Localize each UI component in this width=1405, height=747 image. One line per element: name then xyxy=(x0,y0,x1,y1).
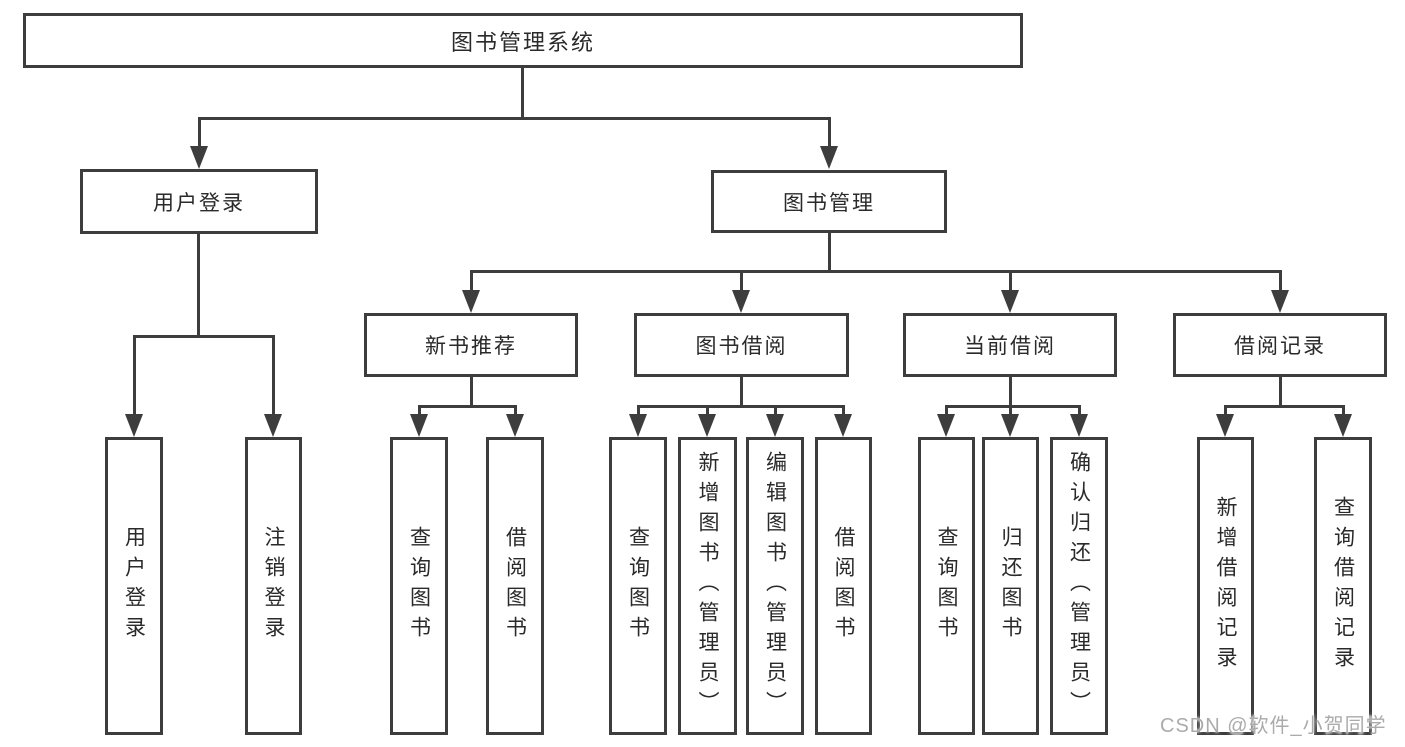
arrowhead-down-leaf-login xyxy=(125,414,143,437)
connector-drop-cb-query xyxy=(945,405,948,416)
connector-drop-br-query xyxy=(1342,405,1345,416)
connector-drop-leaf-logout xyxy=(272,335,275,416)
connector-new-book-rail xyxy=(418,405,517,408)
connector-drop-leaf-login xyxy=(133,335,136,416)
arrowhead-down-book-management xyxy=(820,146,838,169)
connector-drop-new-book xyxy=(470,270,473,292)
node-user-login-label: 用户登录 xyxy=(153,191,245,215)
arrowhead-down-br-add xyxy=(1216,414,1234,437)
leaf-cb-query-book: 查询图书 xyxy=(918,437,975,735)
connector-book-borrow-rail xyxy=(637,405,845,408)
leaf-bb-add-book-admin: 新增图书（管理员） xyxy=(678,437,737,735)
leaf-cb-return-book: 归还图书 xyxy=(982,437,1039,735)
connector-book-management-rail xyxy=(470,270,1281,273)
node-current-borrow: 当前借阅 xyxy=(903,313,1117,377)
arrowhead-down-new-book xyxy=(462,290,480,313)
node-user-login: 用户登录 xyxy=(80,169,318,234)
arrowhead-down-borrow-records xyxy=(1271,290,1289,313)
leaf-user-login-label: 用户登录 xyxy=(122,526,146,646)
connector-root-rail xyxy=(198,117,831,120)
arrowhead-down-br-query xyxy=(1334,414,1352,437)
node-book-management-label: 图书管理 xyxy=(783,191,875,215)
arrowhead-down-bb-borrow xyxy=(834,414,852,437)
connector-drop-borrow-records xyxy=(1279,270,1282,292)
node-root-label: 图书管理系统 xyxy=(450,29,595,55)
connector-user-login-rail xyxy=(133,335,275,338)
connector-current-borrow-rail xyxy=(945,405,1080,408)
arrowhead-down-cb-query xyxy=(937,414,955,437)
connector-drop-cb-confirm xyxy=(1078,405,1081,416)
leaf-cb-return-book-label: 归还图书 xyxy=(999,526,1022,646)
connector-book-management-stem xyxy=(828,232,831,272)
connector-drop-nb-borrow xyxy=(514,405,517,416)
connector-current-borrow-stem xyxy=(1009,375,1012,407)
arrowhead-down-leaf-logout xyxy=(264,414,282,437)
leaf-bb-borrow-book: 借阅图书 xyxy=(815,437,872,735)
connector-drop-bb-add xyxy=(706,405,709,416)
connector-root-stem xyxy=(521,68,524,120)
node-current-borrow-label: 当前借阅 xyxy=(964,335,1056,358)
leaf-logout-login: 注销登录 xyxy=(245,437,302,735)
leaf-logout-login-label: 注销登录 xyxy=(262,526,285,646)
connector-drop-br-add xyxy=(1224,405,1227,416)
connector-drop-bb-query xyxy=(637,405,640,416)
connector-user-login-stem xyxy=(197,232,200,337)
connector-drop-bb-borrow xyxy=(842,405,845,416)
arrowhead-down-cb-return xyxy=(1001,414,1019,437)
connector-drop-user-login xyxy=(198,117,201,149)
arrowhead-down-bb-edit xyxy=(766,414,784,437)
leaf-cb-confirm-return-admin-label: 确认归还（管理员） xyxy=(1067,451,1091,721)
leaf-br-add-record-label: 新增借阅记录 xyxy=(1214,496,1237,676)
node-borrow-records-label: 借阅记录 xyxy=(1234,335,1326,358)
arrowhead-down-user-login xyxy=(190,146,208,169)
connector-book-borrow-stem xyxy=(740,375,743,407)
connector-drop-book-borrow xyxy=(740,270,743,292)
node-book-borrow-label: 图书借阅 xyxy=(695,335,788,358)
arrowhead-down-bb-query xyxy=(629,414,647,437)
connector-drop-cb-return xyxy=(1009,405,1012,416)
connector-drop-bb-edit xyxy=(774,405,777,416)
node-new-book-recommend-label: 新书推荐 xyxy=(425,335,517,358)
connector-new-book-stem xyxy=(470,375,473,407)
leaf-br-add-record: 新增借阅记录 xyxy=(1197,437,1254,735)
leaf-br-query-record-label: 查询借阅记录 xyxy=(1331,496,1355,676)
leaf-user-login: 用户登录 xyxy=(105,437,163,735)
connector-borrow-records-rail xyxy=(1224,405,1344,408)
arrowhead-down-cb-confirm xyxy=(1070,414,1088,437)
leaf-nb-borrow-book-label: 借阅图书 xyxy=(503,526,527,646)
connector-drop-current-borrow xyxy=(1009,270,1012,292)
connector-borrow-records-stem xyxy=(1279,375,1282,407)
connector-drop-book-management xyxy=(828,117,831,149)
arrowhead-down-current-borrow xyxy=(1001,290,1019,313)
leaf-bb-edit-book-admin: 编辑图书（管理员） xyxy=(746,437,804,735)
node-root: 图书管理系统 xyxy=(23,13,1023,68)
node-book-borrow: 图书借阅 xyxy=(634,313,849,377)
leaf-br-query-record: 查询借阅记录 xyxy=(1314,437,1372,735)
arrowhead-down-nb-query xyxy=(410,414,428,437)
leaf-cb-query-book-label: 查询图书 xyxy=(935,526,958,646)
arrowhead-down-nb-borrow xyxy=(506,414,524,437)
arrowhead-down-book-borrow xyxy=(732,290,750,313)
leaf-cb-confirm-return-admin: 确认归还（管理员） xyxy=(1050,437,1108,735)
leaf-bb-query-book-label: 查询图书 xyxy=(626,526,650,646)
watermark: CSDN @软件_小贺同学 xyxy=(1160,715,1387,737)
node-new-book-recommend: 新书推荐 xyxy=(364,313,578,377)
leaf-bb-edit-book-admin-label: 编辑图书（管理员） xyxy=(763,451,787,721)
arrowhead-down-bb-add xyxy=(698,414,716,437)
leaf-nb-query-book-label: 查询图书 xyxy=(407,526,431,646)
connector-drop-nb-query xyxy=(418,405,421,416)
leaf-bb-borrow-book-label: 借阅图书 xyxy=(832,526,855,646)
node-borrow-records: 借阅记录 xyxy=(1173,313,1387,377)
leaf-nb-borrow-book: 借阅图书 xyxy=(486,437,544,735)
leaf-bb-query-book: 查询图书 xyxy=(609,437,667,735)
node-book-management: 图书管理 xyxy=(711,170,947,233)
leaf-nb-query-book: 查询图书 xyxy=(390,437,448,735)
leaf-bb-add-book-admin-label: 新增图书（管理员） xyxy=(696,451,719,721)
